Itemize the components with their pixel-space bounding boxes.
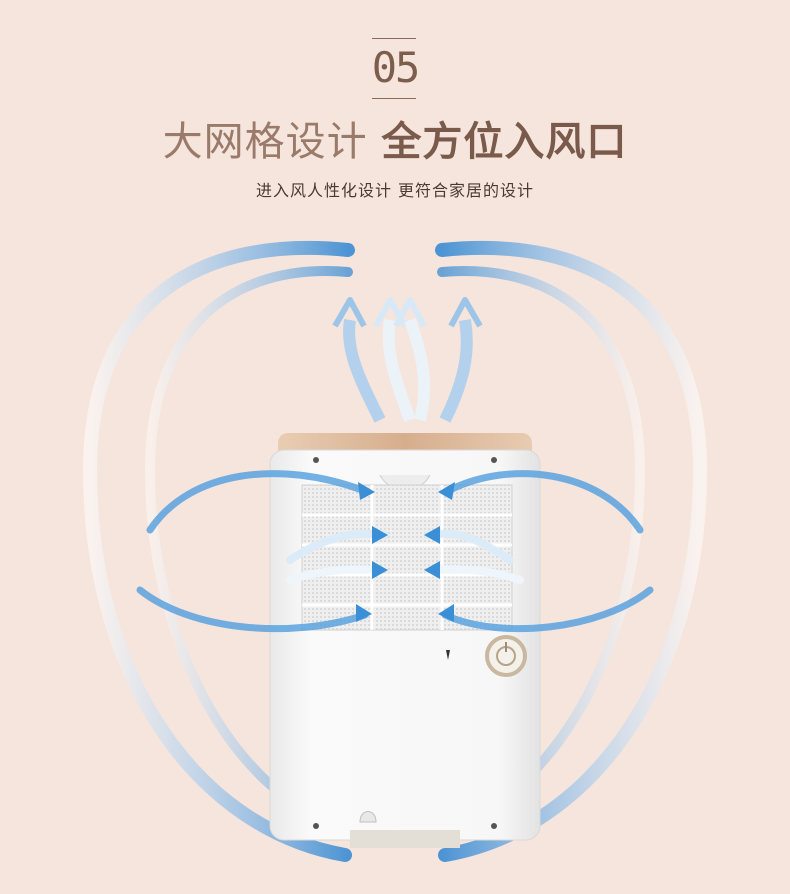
airflow-arrow-icon: [332, 297, 483, 423]
airflow-inflow-arcs: [136, 470, 654, 633]
subline: 进入风人性化设计 更符合家居的设计: [255, 181, 535, 200]
dehumidifier-device: [269, 433, 541, 848]
headline: 大网格设计 全方位入风口: [0, 116, 790, 168]
section-number: 05: [371, 43, 421, 92]
number-top-divider: [372, 38, 416, 39]
headline-light: 大网格设计: [162, 119, 368, 165]
headline-strong: 全方位入风口: [381, 119, 628, 165]
inflow-arrowheads: [356, 482, 455, 622]
drain-knob-icon: [485, 635, 527, 677]
airflow-outer-arcs: [82, 240, 708, 862]
number-bottom-divider: [372, 98, 416, 99]
